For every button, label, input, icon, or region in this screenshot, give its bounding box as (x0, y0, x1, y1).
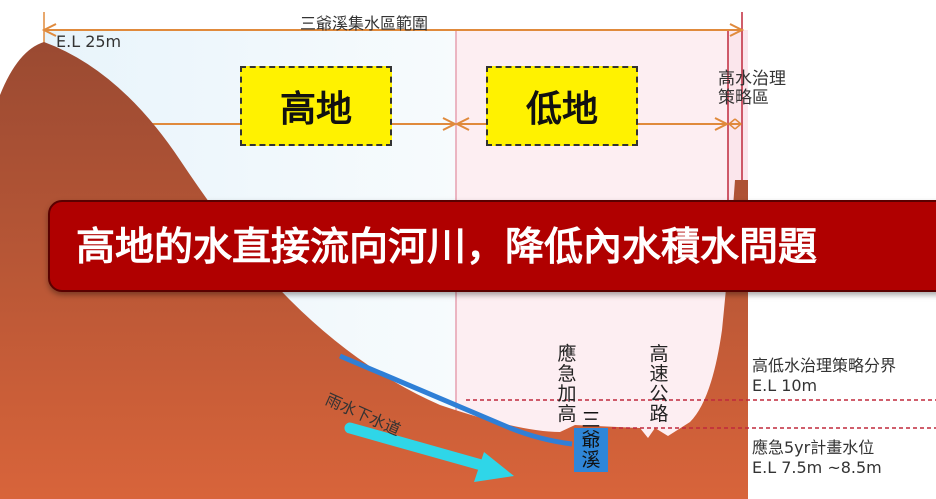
plan-level-elevation: E.L 7.5m ~8.5m (752, 458, 882, 477)
emergency-raise-label: 應急加高 (557, 343, 577, 425)
key-message-banner: 高地的水直接流向河川，降低內水積水問題 (48, 200, 936, 292)
storm-sewer-pipe (339, 353, 573, 447)
flow-arrow-head (474, 452, 514, 482)
highland-label: 高地 (240, 66, 392, 146)
highway-label: 高速公路 (649, 343, 669, 425)
stream-label: 三爺溪 (581, 409, 601, 471)
arrowhead-left (41, 23, 57, 37)
catchment-title: 三爺溪集水區範圍 (300, 14, 429, 33)
boundary-elevation: E.L 10m (752, 376, 818, 395)
stream-channel (574, 428, 608, 472)
arrowhead-right (729, 23, 745, 37)
boundary-label: 高低水治理策略分界 (752, 356, 897, 375)
terrain (0, 42, 750, 499)
flow-arrow-shaft (344, 422, 498, 474)
plan-level-label: 應急5yr計畫水位 (752, 438, 875, 457)
top-elevation: E.L 25m (56, 32, 122, 51)
strategy-zone-label: 高水治理 策略區 (718, 69, 786, 108)
lowland-label: 低地 (486, 66, 638, 146)
